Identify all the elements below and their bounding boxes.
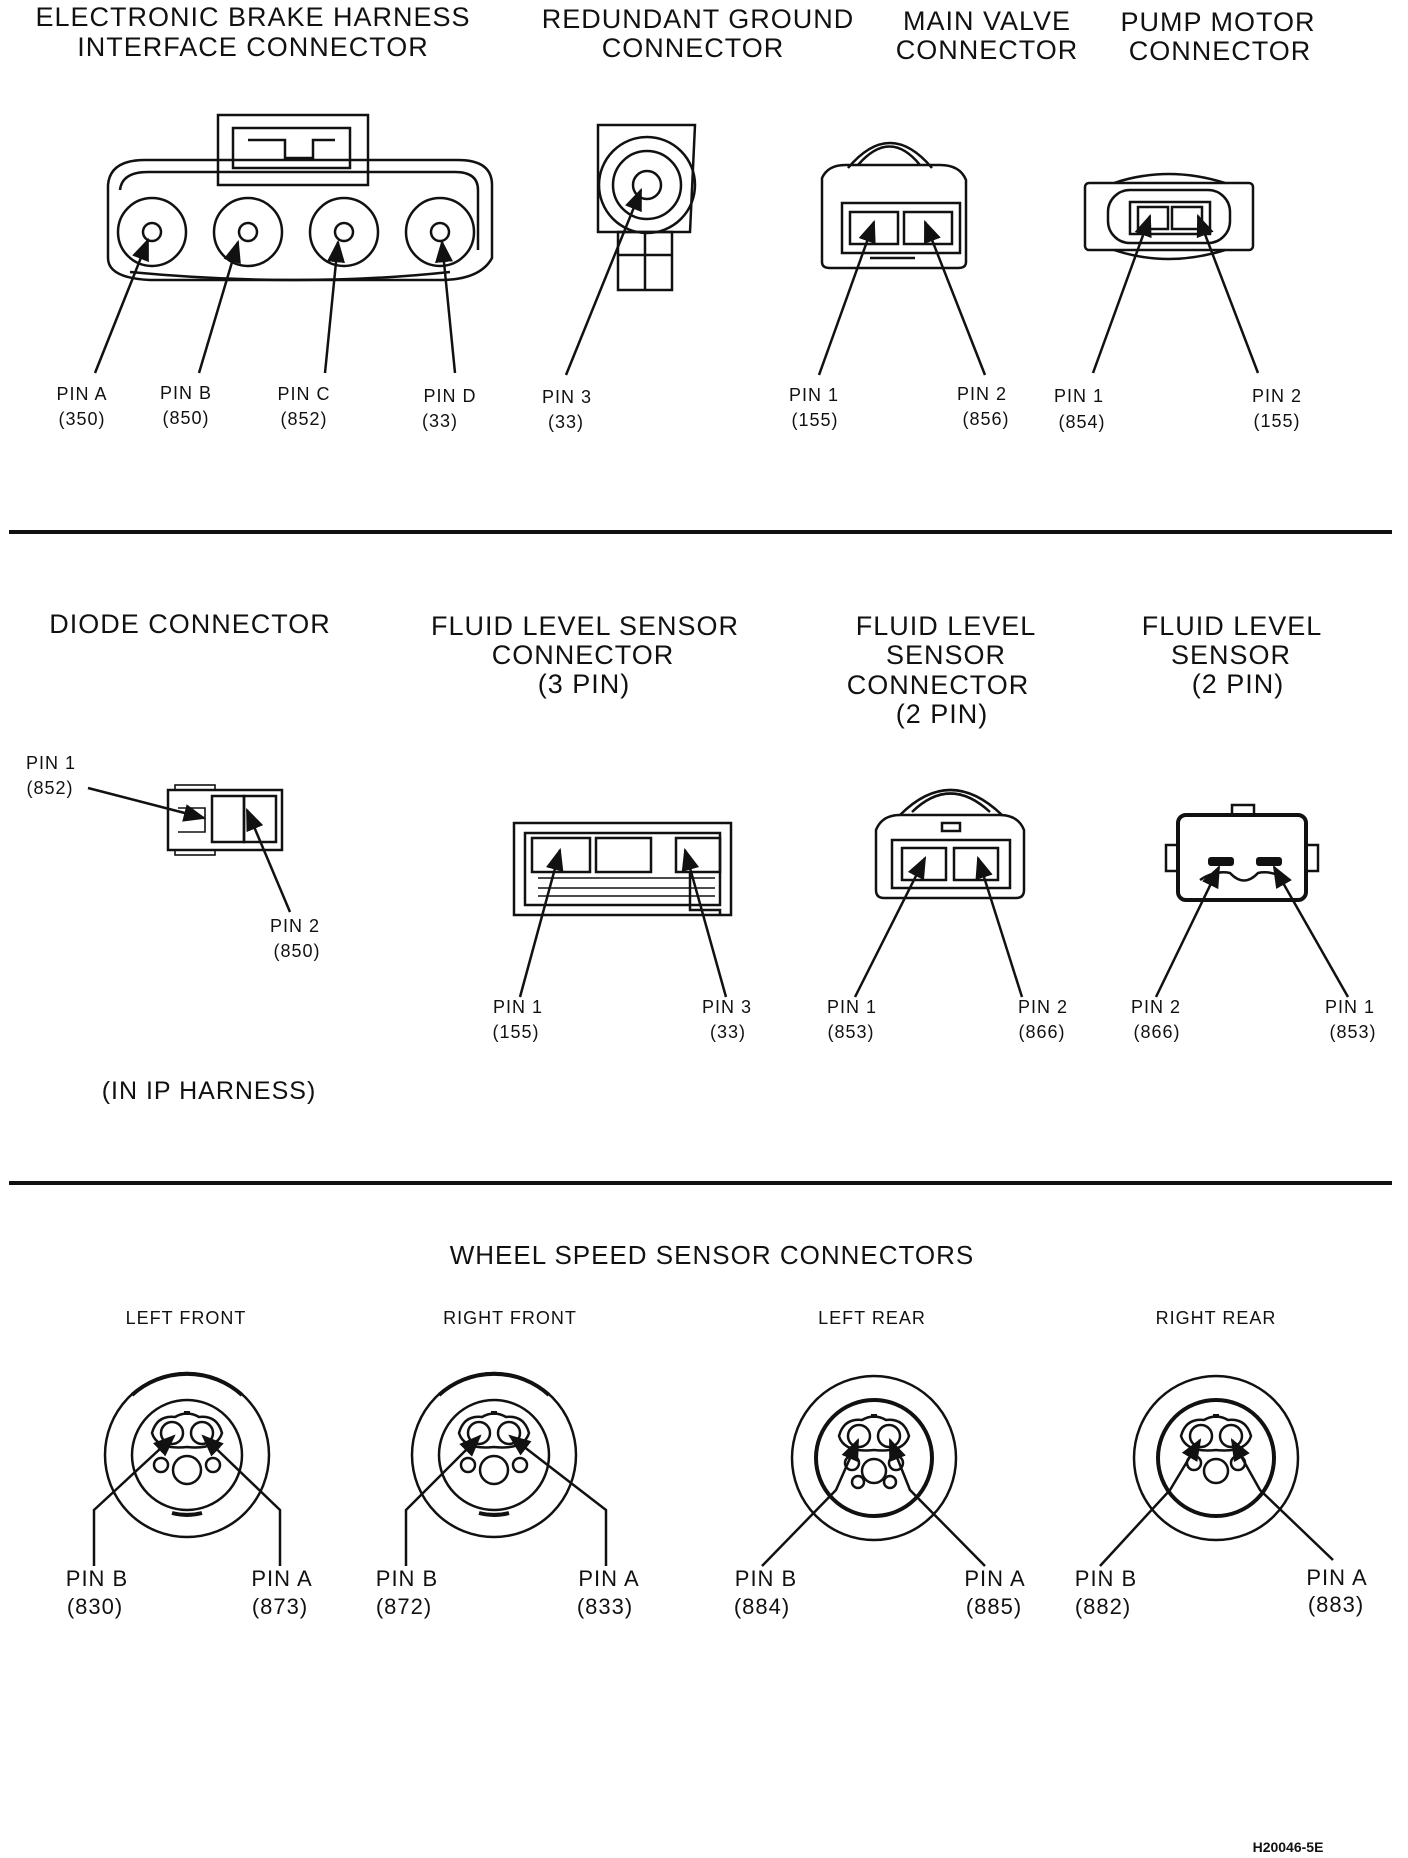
right-rear-pin-a-circuit: (883): [1308, 1592, 1364, 1617]
fl2s-title-line2: SENSOR: [1171, 640, 1291, 670]
ip-harness-note: (IN IP HARNESS): [102, 1077, 317, 1105]
fl2s-pin-2-circuit: (866): [1133, 1022, 1180, 1042]
brake-pin-d-label: PIN D: [423, 386, 476, 406]
valve-pin-1-label: PIN 1: [789, 385, 839, 405]
right-rear-pin-b-label: PIN B: [1075, 1566, 1137, 1591]
left-front-pin-a-circuit: (873): [252, 1594, 308, 1619]
sensor-position-right-front: RIGHT FRONT: [443, 1308, 577, 1328]
ground-title-line2: CONNECTOR: [602, 33, 785, 63]
brake-pin-d-circuit: (33): [422, 411, 458, 431]
right-front-pin-b-label: PIN B: [376, 1566, 438, 1591]
fl3-pin-3-label: PIN 3: [702, 997, 752, 1017]
left-front-pin-a-label: PIN A: [251, 1566, 312, 1591]
fl3-title-line1: FLUID LEVEL SENSOR: [431, 611, 739, 641]
pump-title-line2: CONNECTOR: [1129, 36, 1312, 66]
right-front-pin-b-circuit: (872): [376, 1594, 432, 1619]
diode-connector-drawing: [166, 784, 284, 856]
fl2c-connector-drawing: [874, 788, 1026, 900]
right-rear-pin-b-circuit: (882): [1075, 1594, 1131, 1619]
ground-pin-3-circuit: (33): [548, 412, 584, 432]
brake-pin-c-circuit: (852): [280, 409, 327, 429]
left-front-pin-b-label: PIN B: [66, 1566, 128, 1591]
diode-title: DIODE CONNECTOR: [49, 609, 331, 639]
left-rear-pin-a-label: PIN A: [964, 1566, 1025, 1591]
diode-pin-1-label: PIN 1: [26, 753, 76, 773]
fl3-pin-1-circuit: (155): [492, 1022, 539, 1042]
valve-title-line1: MAIN VALVE: [903, 6, 1071, 36]
fl2c-pin-2-circuit: (866): [1018, 1022, 1065, 1042]
wheel-sensor-left-front-drawing: [103, 1371, 271, 1539]
fl3-pin-1-label: PIN 1: [493, 997, 543, 1017]
fl2s-pin-2-label: PIN 2: [1131, 997, 1181, 1017]
sensor-position-left-front: LEFT FRONT: [126, 1308, 247, 1328]
fl2c-title-line4: (2 PIN): [896, 699, 989, 729]
fl3-title-line3: (3 PIN): [538, 669, 631, 699]
right-front-pin-a-label: PIN A: [578, 1566, 639, 1591]
fl2c-pin-1-circuit: (853): [827, 1022, 874, 1042]
pump-pin-2-circuit: (155): [1253, 411, 1300, 431]
fl2s-title-line3: (2 PIN): [1192, 669, 1285, 699]
valve-connector-drawing: [820, 141, 968, 270]
brake-pin-c-label: PIN C: [277, 384, 330, 404]
pump-title-line1: PUMP MOTOR: [1120, 7, 1315, 37]
fl2c-pin-1-label: PIN 1: [827, 997, 877, 1017]
pump-pin-1-circuit: (854): [1058, 412, 1105, 432]
fl2s-pin-1-label: PIN 1: [1325, 997, 1375, 1017]
brake-pin-b-label: PIN B: [160, 383, 212, 403]
fl2s-pin-1-circuit: (853): [1329, 1022, 1376, 1042]
pump-pin-1-label: PIN 1: [1054, 386, 1104, 406]
right-rear-pin-a-label: PIN A: [1306, 1565, 1367, 1590]
fl3-connector-drawing: [512, 821, 733, 917]
fl3-pin-3-circuit: (33): [710, 1022, 746, 1042]
brake-harness-title-line1: ELECTRONIC BRAKE HARNESS: [35, 2, 470, 32]
pump-connector-drawing: [1083, 172, 1255, 261]
brake-harness-title-line2: INTERFACE CONNECTOR: [77, 32, 429, 62]
brake-pin-b-circuit: (850): [162, 408, 209, 428]
ground-pin-3-label: PIN 3: [542, 387, 592, 407]
pump-pin-2-label: PIN 2: [1252, 386, 1302, 406]
valve-pin-2-label: PIN 2: [957, 384, 1007, 404]
sensor-position-right-rear: RIGHT REAR: [1156, 1308, 1277, 1328]
left-rear-pin-a-circuit: (885): [966, 1594, 1022, 1619]
valve-pin-2-circuit: (856): [962, 409, 1009, 429]
valve-pin-1-circuit: (155): [791, 410, 838, 430]
brake-pin-a-circuit: (350): [58, 409, 105, 429]
diode-pin-1-circuit: (852): [26, 778, 73, 798]
diode-pin-2-label: PIN 2: [270, 916, 320, 936]
wheel-speed-title: WHEEL SPEED SENSOR CONNECTORS: [450, 1240, 975, 1270]
left-front-pin-b-circuit: (830): [67, 1594, 123, 1619]
fl2c-title-line1: FLUID LEVEL: [856, 611, 1037, 641]
fl2c-title-line3: CONNECTOR: [847, 670, 1030, 700]
figure-id: H20046-5E: [1253, 1839, 1324, 1855]
brake-pin-a-label: PIN A: [56, 384, 107, 404]
ground-connector-drawing: [596, 123, 697, 292]
ground-title-line1: REDUNDANT GROUND: [542, 4, 855, 34]
fl2c-pin-2-label: PIN 2: [1018, 997, 1068, 1017]
sensor-position-left-rear: LEFT REAR: [818, 1308, 926, 1328]
wheel-sensor-right-front-drawing: [410, 1371, 578, 1539]
left-rear-pin-b-circuit: (884): [734, 1594, 790, 1619]
left-rear-pin-b-label: PIN B: [735, 1566, 797, 1591]
wheel-sensor-left-rear-drawing: [790, 1374, 958, 1542]
fl2c-title-line2: SENSOR: [886, 640, 1006, 670]
diode-pin-2-circuit: (850): [273, 941, 320, 961]
fl2s-sensor-drawing: [1164, 803, 1320, 902]
brake-harness-connector-drawing: [106, 113, 494, 282]
valve-title-line2: CONNECTOR: [896, 35, 1079, 65]
fl3-title-line2: CONNECTOR: [492, 640, 675, 670]
fl2s-title-line1: FLUID LEVEL: [1142, 611, 1323, 641]
right-front-pin-a-circuit: (833): [577, 1594, 633, 1619]
wheel-sensor-right-rear-drawing: [1132, 1374, 1300, 1542]
